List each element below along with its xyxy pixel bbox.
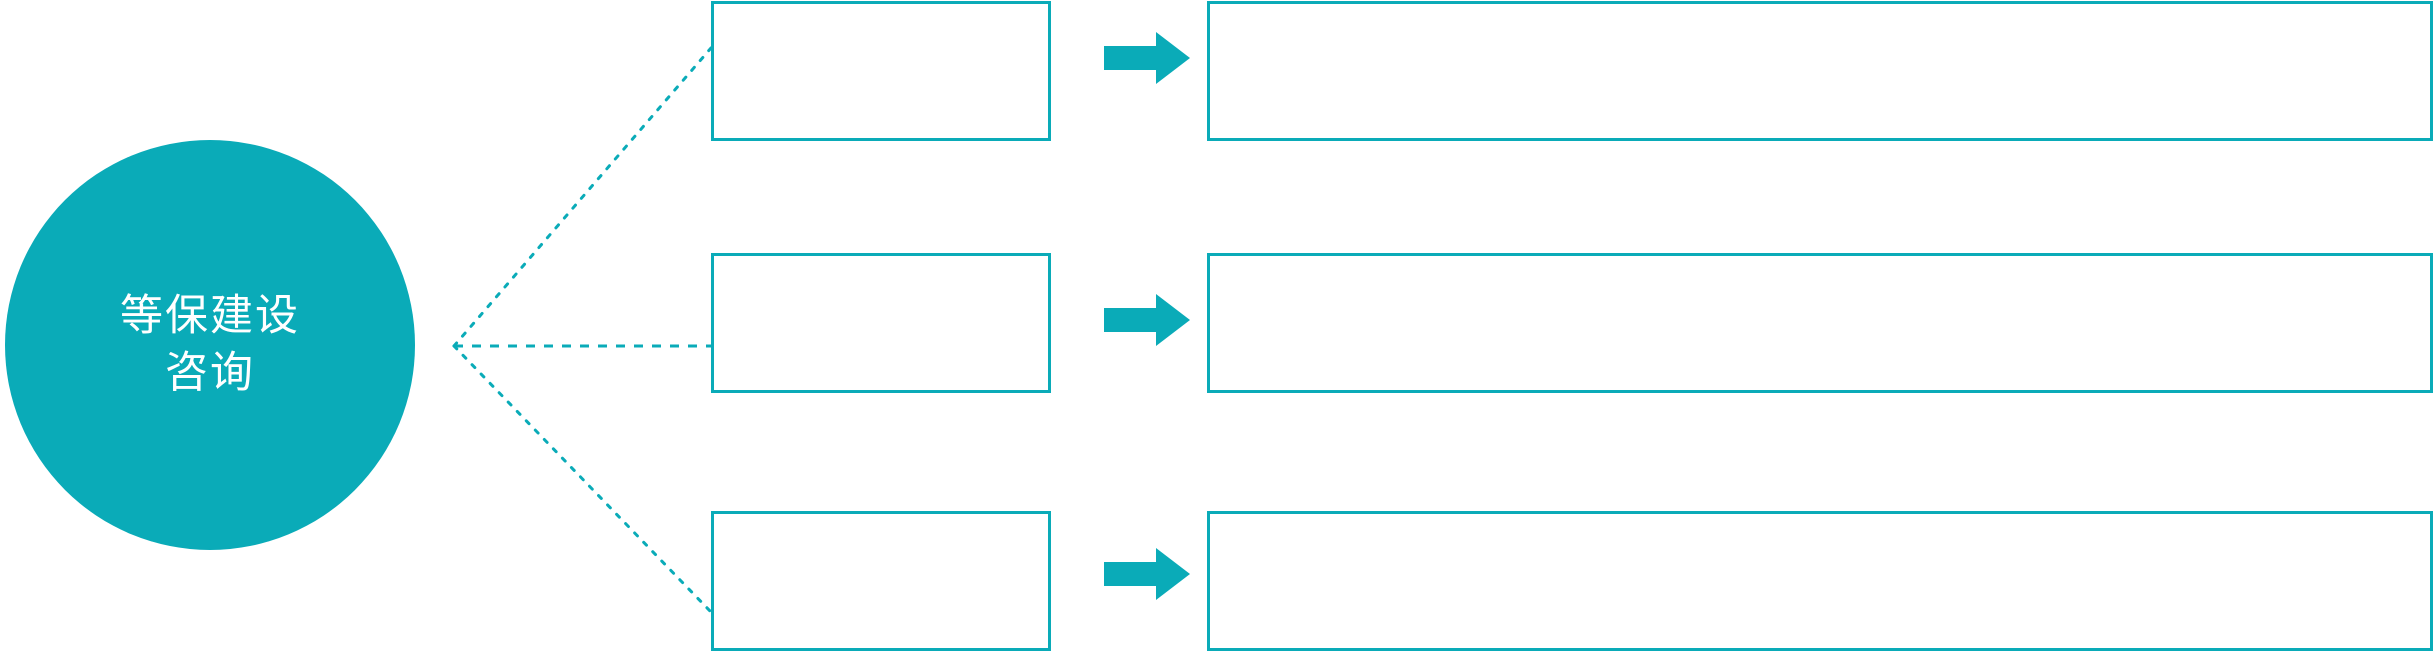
detail-box-3[interactable] bbox=[1207, 511, 2433, 651]
detail-box-2[interactable] bbox=[1207, 253, 2433, 393]
right-arrow-icon bbox=[1104, 294, 1190, 346]
hub-label-line-2: 咨询 bbox=[165, 349, 255, 397]
right-arrow-icon bbox=[1104, 548, 1190, 600]
stage-box-1[interactable] bbox=[711, 1, 1051, 141]
stage-box-2[interactable] bbox=[711, 253, 1051, 393]
hub-label-line-1: 等保建设 bbox=[120, 292, 300, 341]
stage-box-3[interactable] bbox=[711, 511, 1051, 651]
hub-circle[interactable]: 等保建设 咨询 bbox=[5, 140, 415, 550]
right-arrow-icon bbox=[1104, 32, 1190, 84]
connector-line-top bbox=[452, 46, 713, 348]
connector-line-bottom bbox=[452, 344, 713, 614]
detail-box-1[interactable] bbox=[1207, 1, 2433, 141]
